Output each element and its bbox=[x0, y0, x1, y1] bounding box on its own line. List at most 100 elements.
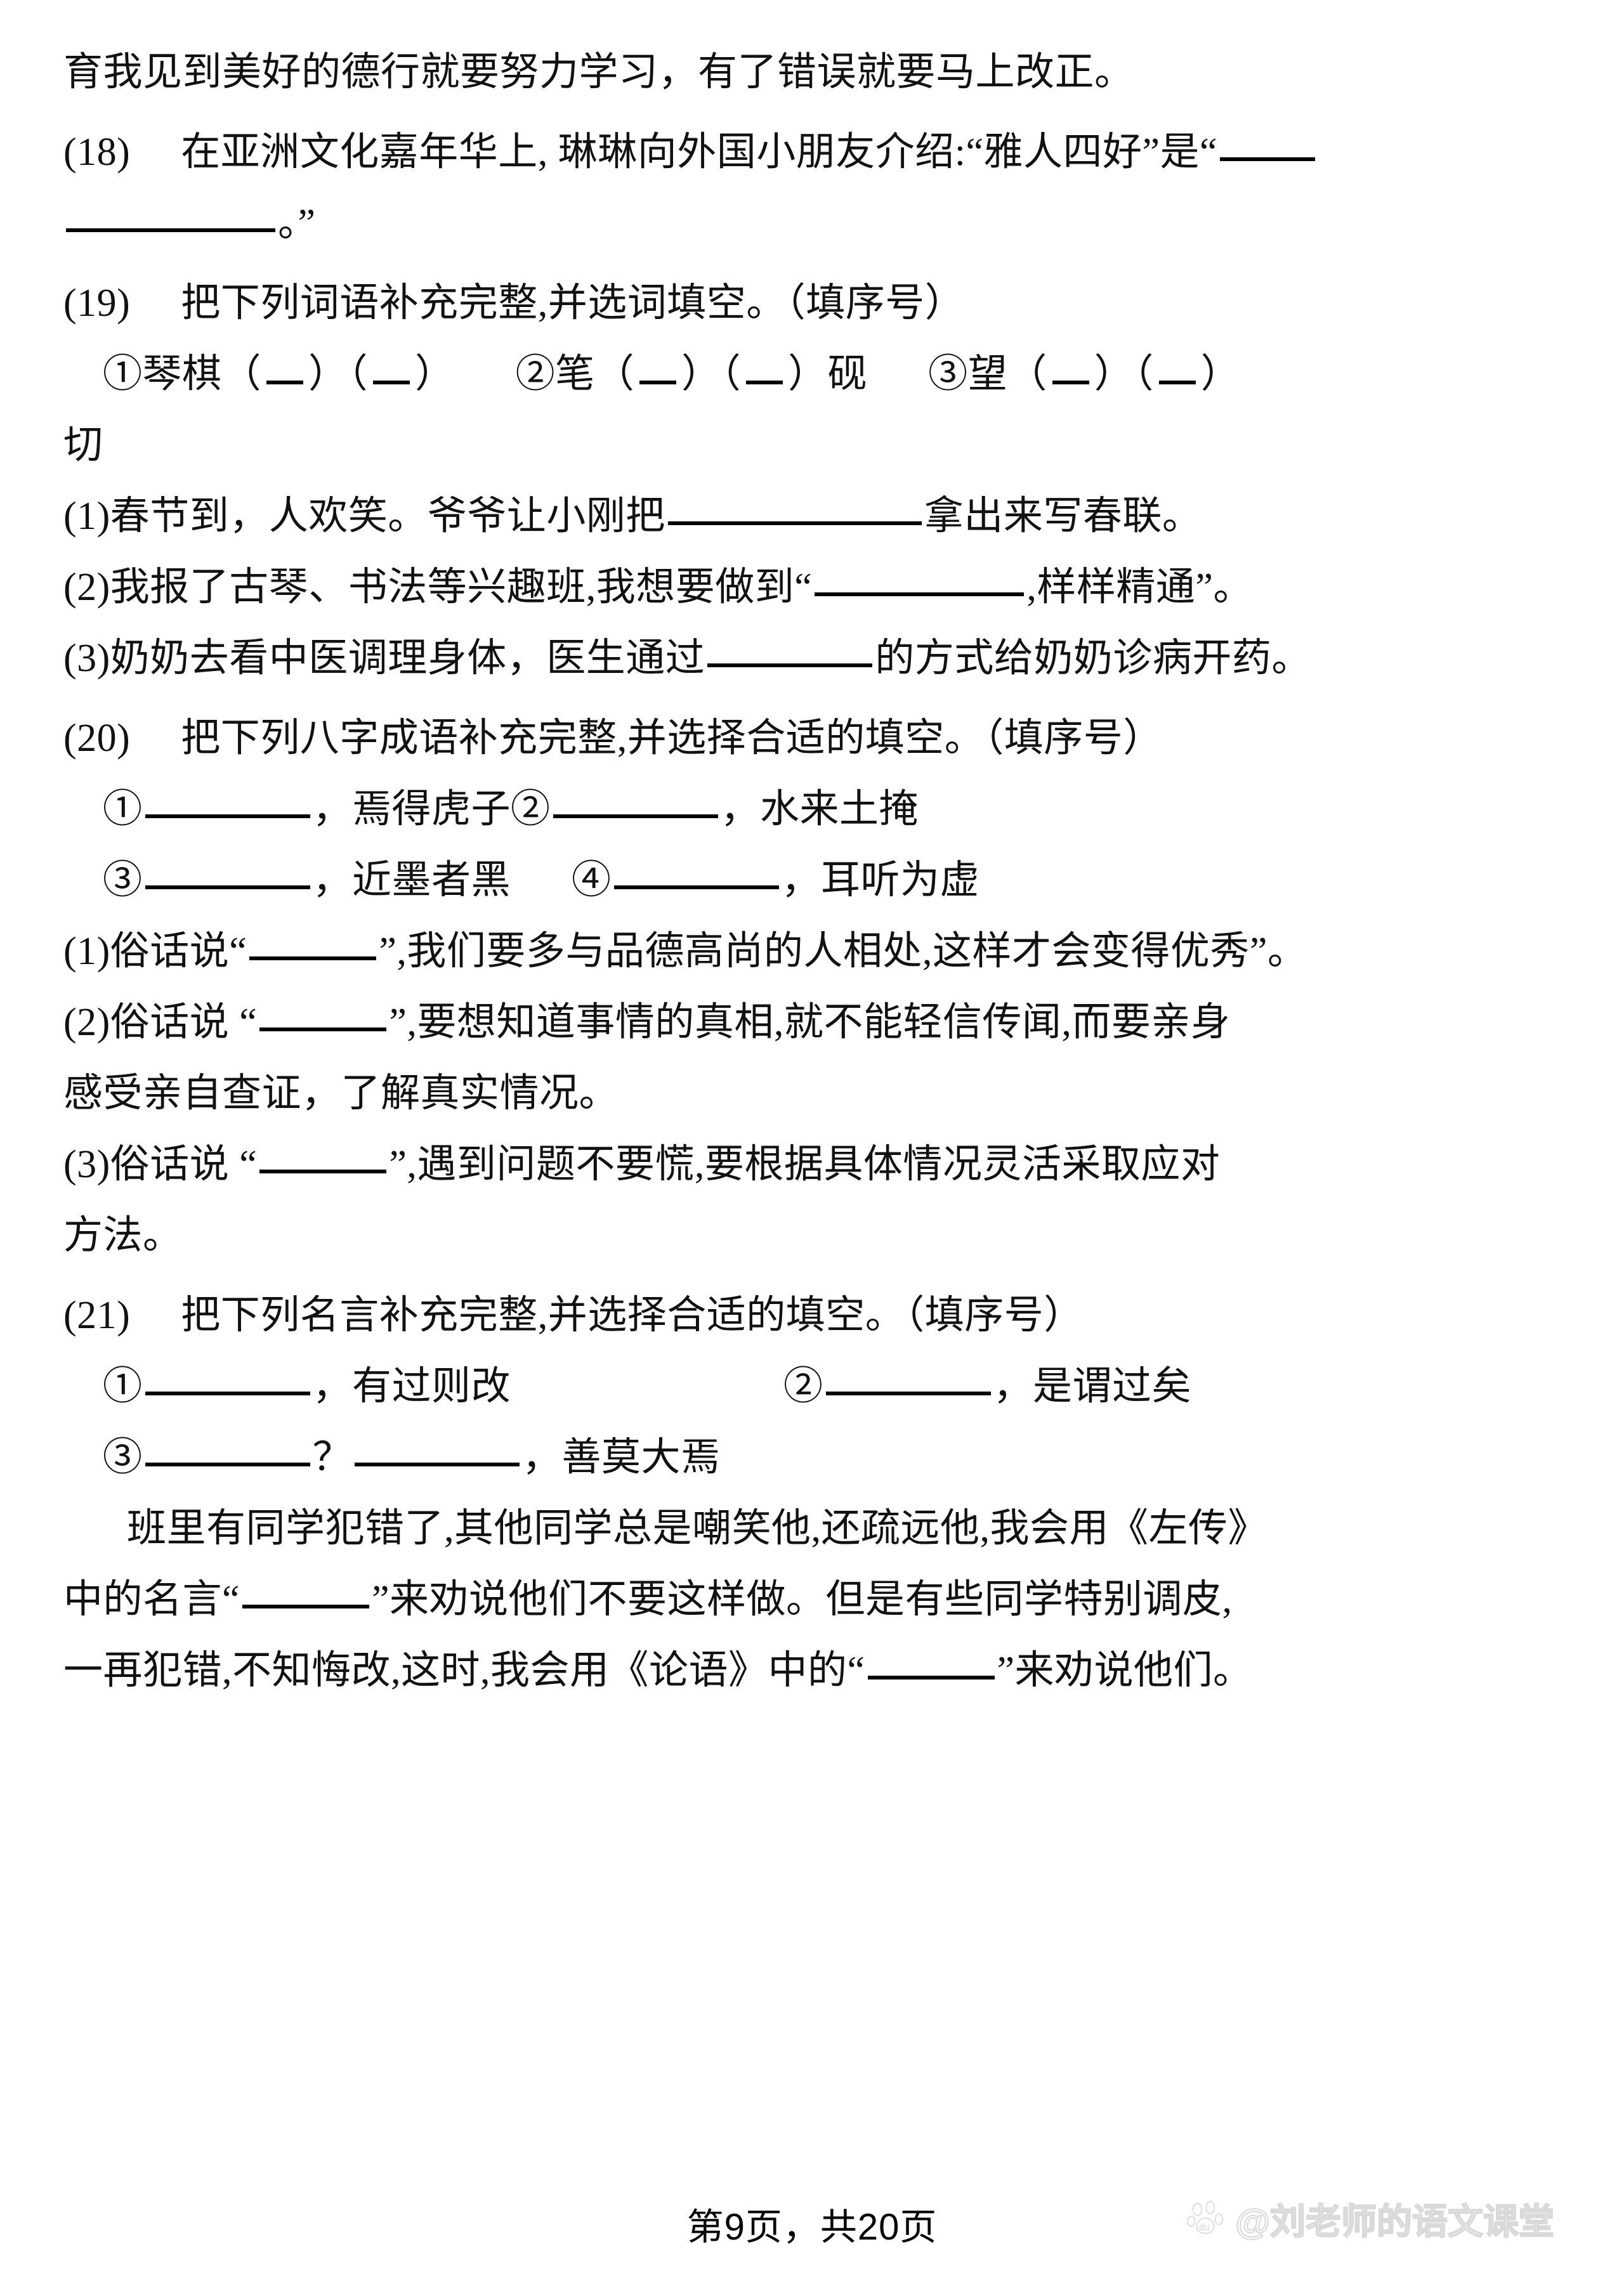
question-20-sub-2: (2)俗话说 “ ”,要想知道事情的真相,就不能轻信传闻,而要亲身 bbox=[63, 987, 1573, 1058]
question-19-blank-3b[interactable] bbox=[1158, 353, 1196, 384]
sub-pre-3: 奶奶去看中医调理身体，医生通过 bbox=[110, 637, 705, 680]
question-20-text: 把下列八字成语补充完整,并选择合适的填空。（填序号） bbox=[181, 717, 1163, 760]
item-text-1: 琴棋 bbox=[142, 353, 222, 396]
question-21-paragraph-line-2: 中的名言“ ”来劝说他们不要这样做。但是有些同学特别调皮, bbox=[63, 1564, 1573, 1635]
question-19-sub-1: (1)春节到，人欢笑。爷爷让小刚把拿出来写春联。 bbox=[63, 481, 1573, 552]
question-21-paragraph-line-3: 一再犯错,不知悔改,这时,我会用《论语》中的“ ”来劝说他们。 bbox=[63, 1635, 1573, 1706]
question-20-blank-1[interactable] bbox=[145, 783, 310, 818]
question-19-blank-2a[interactable] bbox=[639, 353, 677, 384]
question-20-blank-4[interactable] bbox=[613, 854, 779, 889]
question-20-prompt: (20) 把下列八字成语补充完整,并选择合适的填空。（填序号） bbox=[63, 703, 1573, 774]
question-18-blank-1[interactable] bbox=[1220, 126, 1316, 161]
question-18-number: (18) bbox=[63, 131, 131, 174]
pair21-tail-2: ，是谓过矣 bbox=[993, 1365, 1192, 1408]
question-20-sub-1: (1)俗话说“ ”,我们要多与品德高尚的人相处,这样才会变得优秀”。 bbox=[63, 916, 1573, 987]
question-19-blank-1a[interactable] bbox=[266, 353, 304, 384]
pair21-mid-3: ？ bbox=[312, 1436, 353, 1479]
question-18-text: 在亚洲文化嘉年华上, 琳琳向外国小朋友介绍:“雅人四好”是“ bbox=[181, 131, 1218, 174]
item-text-2: 笔 bbox=[555, 353, 595, 396]
sub20-label-1: (1) bbox=[63, 930, 110, 973]
question-19-sub-1-blank[interactable] bbox=[667, 490, 922, 525]
question-21-blank-3a[interactable] bbox=[145, 1431, 310, 1466]
question-20-sub-3: (3)俗话说 “”,遇到问题不要慌,要根据具体情况灵活采取应对 bbox=[63, 1129, 1573, 1200]
item-marker-2: ② bbox=[515, 353, 556, 396]
pair-tail-2: ，水来土掩 bbox=[720, 788, 919, 831]
pair-tail-4: ，耳听为虚 bbox=[781, 859, 980, 902]
para-post-2: ”来劝说他们不要这样做。但是有些同学特别调皮, bbox=[372, 1578, 1233, 1621]
page-number-label: 第9页，共20页 bbox=[686, 2207, 938, 2248]
question-21-pair-row-2: ③ ？ ，善莫大焉 bbox=[63, 1422, 1573, 1493]
sub20-post-3: ”,遇到问题不要慌,要根据具体情况灵活采取应对 bbox=[389, 1143, 1221, 1186]
question-21-blank-3b[interactable] bbox=[355, 1431, 520, 1466]
question-21-paragraph-blank-2[interactable] bbox=[867, 1644, 995, 1680]
pair-tail-3: ，近墨者黑 bbox=[312, 859, 511, 902]
para-pre-3: 一再犯错,不知悔改,这时,我会用《论语》中的“ bbox=[63, 1649, 865, 1692]
question-20-blank-3[interactable] bbox=[145, 854, 310, 889]
question-20-sub-1-blank[interactable] bbox=[249, 925, 377, 960]
sub-label-1: (1) bbox=[63, 495, 110, 538]
baidu-paw-icon: du bbox=[1187, 2200, 1224, 2234]
pair-tail-1: ，焉得虎子 bbox=[312, 788, 511, 831]
question-20-sub-3-cont: 方法。 bbox=[63, 1214, 183, 1257]
pair-marker-2: ② bbox=[511, 788, 551, 831]
question-21-blank-1[interactable] bbox=[145, 1360, 310, 1395]
pair21-marker-1: ① bbox=[103, 1365, 143, 1408]
page-footer: 第9页，共20页 du @刘老师的语文课堂 bbox=[0, 2188, 1624, 2258]
sub20-pre-1: 俗话说“ bbox=[110, 930, 247, 973]
svg-text:du: du bbox=[1200, 2222, 1210, 2233]
page-content: 育我见到美好的德行就要努力学习，有了错误就要马上改正。 (18) 在亚洲文化嘉年… bbox=[63, 0, 1573, 1706]
sub20-pre-2: 俗话说 “ bbox=[110, 1001, 258, 1044]
item-text-2-suffix: 砚 bbox=[827, 353, 868, 396]
question-21-number: (21) bbox=[63, 1294, 131, 1337]
sub-pre-2: 我报了古琴、书法等兴趣班,我想要做到“ bbox=[110, 566, 813, 609]
question-21-prompt: (21) 把下列名言补充完整,并选择合适的填空。（填序号） bbox=[63, 1280, 1573, 1351]
question-20-number: (20) bbox=[63, 717, 131, 760]
question-19-prompt: (19) 把下列词语补充完整,并选词填空。（填序号） bbox=[63, 268, 1573, 339]
item-marker-1: ① bbox=[103, 353, 143, 396]
para-post-3: ”来劝说他们。 bbox=[997, 1649, 1253, 1692]
pair21-tail-3: ，善莫大焉 bbox=[522, 1436, 721, 1479]
question-19-items-overflow: 切 bbox=[63, 424, 103, 467]
question-19-sub-2: (2)我报了古琴、书法等兴趣班,我想要做到“,样样精通”。 bbox=[63, 552, 1573, 623]
sub-label-3: (3) bbox=[63, 637, 110, 680]
question-20-blank-2[interactable] bbox=[553, 783, 718, 818]
question-20-sub-3-blank[interactable] bbox=[259, 1138, 387, 1173]
question-20-pair-row-1: ① ，焉得虎子② ，水来土掩 bbox=[63, 774, 1573, 845]
sub20-post-1: ”,我们要多与品德高尚的人相处,这样才会变得优秀”。 bbox=[379, 930, 1307, 973]
question-19-blank-1b[interactable] bbox=[373, 353, 410, 384]
question-18-blank-2[interactable] bbox=[66, 197, 275, 232]
sub20-pre-3: 俗话说 “ bbox=[110, 1143, 258, 1186]
question-19-sub-3: (3)奶奶去看中医调理身体，医生通过的方式给奶奶诊病开药。 bbox=[63, 623, 1573, 694]
question-19-blank-2b[interactable] bbox=[746, 353, 783, 384]
question-21-paragraph-line-1: 班里有同学犯错了,其他同学总是嘲笑他,还疏远他,我会用《左传》 bbox=[127, 1507, 1268, 1550]
question-19-blank-3a[interactable] bbox=[1052, 353, 1089, 384]
question-18-prompt: (18) 在亚洲文化嘉年华上, 琳琳向外国小朋友介绍:“雅人四好”是“ bbox=[63, 117, 1573, 188]
sub20-post-2: ”,要想知道事情的真相,就不能轻信传闻,而要亲身 bbox=[389, 1001, 1231, 1044]
sub-post-2: ,样样精通”。 bbox=[1026, 566, 1253, 609]
question-20-pair-row-2: ③ ，近墨者黑 ④ ，耳听为虚 bbox=[63, 845, 1573, 916]
question-21-blank-2[interactable] bbox=[825, 1360, 991, 1395]
watermark-text: @刘老师的语文课堂 bbox=[1234, 2201, 1555, 2242]
pair-marker-3: ③ bbox=[103, 859, 143, 902]
pair21-marker-2: ② bbox=[783, 1365, 823, 1408]
question-18-tail: 。” bbox=[278, 202, 316, 245]
question-21-paragraph-blank-1[interactable] bbox=[242, 1573, 370, 1608]
item-marker-3: ③ bbox=[928, 353, 968, 396]
pair-marker-1: ① bbox=[103, 788, 143, 831]
question-19-sub-2-blank[interactable] bbox=[815, 561, 1025, 596]
question-21-pair-row-1: ① ，有过则改 ② ，是谓过矣 bbox=[63, 1351, 1573, 1422]
question-19-sub-3-blank[interactable] bbox=[707, 632, 873, 667]
sub20-label-2: (2) bbox=[63, 1001, 110, 1044]
carryover-line: 育我见到美好的德行就要努力学习，有了错误就要马上改正。 bbox=[63, 51, 1134, 94]
para-pre-2: 中的名言“ bbox=[63, 1578, 240, 1621]
pair21-tail-1: ，有过则改 bbox=[312, 1365, 511, 1408]
question-21-text: 把下列名言补充完整,并选择合适的填空。（填序号） bbox=[181, 1294, 1084, 1337]
question-19-number: (19) bbox=[63, 282, 131, 325]
question-20-sub-2-cont: 感受亲自查证，了解真实情况。 bbox=[63, 1072, 619, 1115]
question-19-text: 把下列词语补充完整,并选词填空。（填序号） bbox=[181, 282, 965, 325]
pair-marker-4: ④ bbox=[572, 859, 612, 902]
question-20-sub-2-blank[interactable] bbox=[259, 996, 387, 1031]
pair21-marker-3: ③ bbox=[103, 1436, 143, 1479]
